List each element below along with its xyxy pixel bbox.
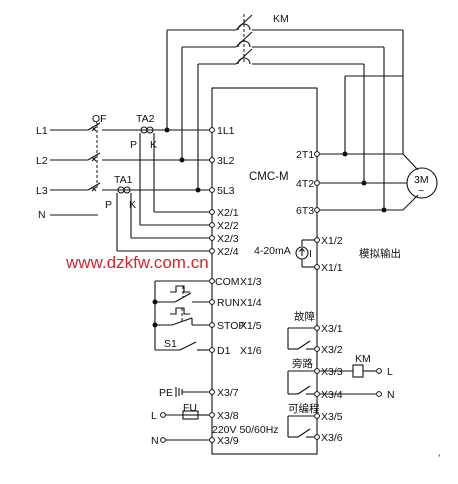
terminal-x3-3: X3/3 [321, 366, 343, 378]
analog-i-label: I [309, 248, 312, 260]
pe-label: PE [159, 387, 173, 399]
controller-box [211, 87, 318, 455]
terminal-x1-2: X1/2 [321, 235, 343, 247]
mains-supply: L1 L2 L3 N QF [36, 113, 212, 221]
terminal-x1-5: X1/5 [240, 320, 262, 332]
terminal-x3-8: X3/8 [217, 410, 239, 422]
k-bot-label: K [129, 199, 136, 211]
stop-label: STOP [217, 320, 245, 332]
terminal-5l3: 5L3 [217, 185, 235, 197]
fu-label: FU [183, 402, 197, 414]
analog-output: 4-20mA I X1/2 X1/1 模拟输出 [254, 235, 401, 274]
l3-label: L3 [36, 185, 48, 197]
corner-mark: ʼ [438, 453, 440, 465]
fault-label: 故障 [294, 310, 315, 323]
km-coil-label: KM [355, 353, 371, 365]
aux-supply: PE X3/7 FU L X3/8 220V 50/60Hz N X3/9 [151, 387, 279, 447]
terminal-x3-2: X3/2 [321, 344, 343, 356]
terminal-x1-3: X1/3 [240, 276, 262, 288]
p-top-label: P [130, 139, 137, 151]
terminal-x1-1: X1/1 [321, 262, 343, 274]
motor-label: 3M [414, 174, 429, 186]
terminal-x3-9: X3/9 [217, 435, 239, 447]
terminal-3l2: 3L2 [217, 155, 235, 167]
bypass-wiring [166, 30, 404, 210]
run-label: RUN [217, 297, 240, 309]
terminal-6t3: 6T3 [296, 205, 314, 217]
qf-label: QF [92, 113, 107, 125]
l2-label: L2 [36, 155, 48, 167]
ta1-transformer: TA1 P K [105, 174, 212, 252]
d1-label: D1 [217, 345, 231, 357]
terminal-x2-3: X2/3 [217, 233, 239, 245]
watermark: www.dzkfw.com.cn [65, 253, 209, 272]
n-label: N [38, 209, 46, 221]
analog-current-label: 4-20mA [254, 245, 291, 257]
l-aux-label: L [151, 410, 157, 422]
control-inputs: COM X1/3 RUN X1/4 STOP X1/5 D1 X1/6 S1 [152, 276, 262, 357]
n-aux-label: N [151, 435, 159, 447]
ta1-label: TA1 [114, 174, 133, 186]
terminal-x3-1: X3/1 [321, 323, 343, 335]
qf-breaker [87, 122, 101, 192]
l-right-label: L [387, 366, 393, 378]
terminal-x3-6: X3/6 [321, 432, 343, 444]
terminal-x1-6: X1/6 [240, 345, 262, 357]
relay-outputs: 故障 X3/1 X3/2 旁路 X3/3 X3/4 KM L N 可编程 [287, 310, 395, 444]
terminal-2t1: 2T1 [296, 149, 314, 161]
terminal-1l1: 1L1 [217, 125, 235, 137]
ta2-label: TA2 [136, 113, 155, 125]
km-label: KM [273, 13, 289, 25]
km-bypass-contactor: KM [167, 13, 403, 65]
ta2-transformer: TA2 P K [130, 113, 212, 226]
motor-ac-symbol: ~ [418, 185, 424, 197]
terminal-x3-7: X3/7 [217, 387, 239, 399]
terminal-x2-2: X2/2 [217, 220, 239, 232]
motor-output: 2T1 4T2 6T3 [296, 105, 419, 217]
terminal-x2-1: X2/1 [217, 207, 239, 219]
terminal-x3-5: X3/5 [321, 411, 343, 423]
supply-voltage-label: 220V 50/60Hz [212, 424, 279, 436]
motor-3m: 3M ~ [406, 167, 438, 199]
s1-label: S1 [164, 338, 177, 350]
analog-output-label: 模拟输出 [359, 247, 401, 260]
terminal-x1-4: X1/4 [240, 297, 262, 309]
n-right-label: N [387, 389, 395, 401]
bypass-label: 旁路 [292, 357, 313, 370]
power-terminals-left: 1L1 3L2 5L3 X2/1 X2/2 X2/3 X2/4 [209, 125, 239, 258]
terminal-4t2: 4T2 [296, 178, 314, 190]
l1-label: L1 [36, 125, 48, 137]
terminal-x3-4: X3/4 [321, 389, 343, 401]
model-label: CMC-M [249, 171, 289, 183]
terminal-x2-4: X2/4 [217, 246, 239, 258]
programmable-label: 可编程 [288, 402, 320, 415]
p-bot-label: P [105, 199, 112, 211]
com-label: COM [215, 276, 240, 288]
